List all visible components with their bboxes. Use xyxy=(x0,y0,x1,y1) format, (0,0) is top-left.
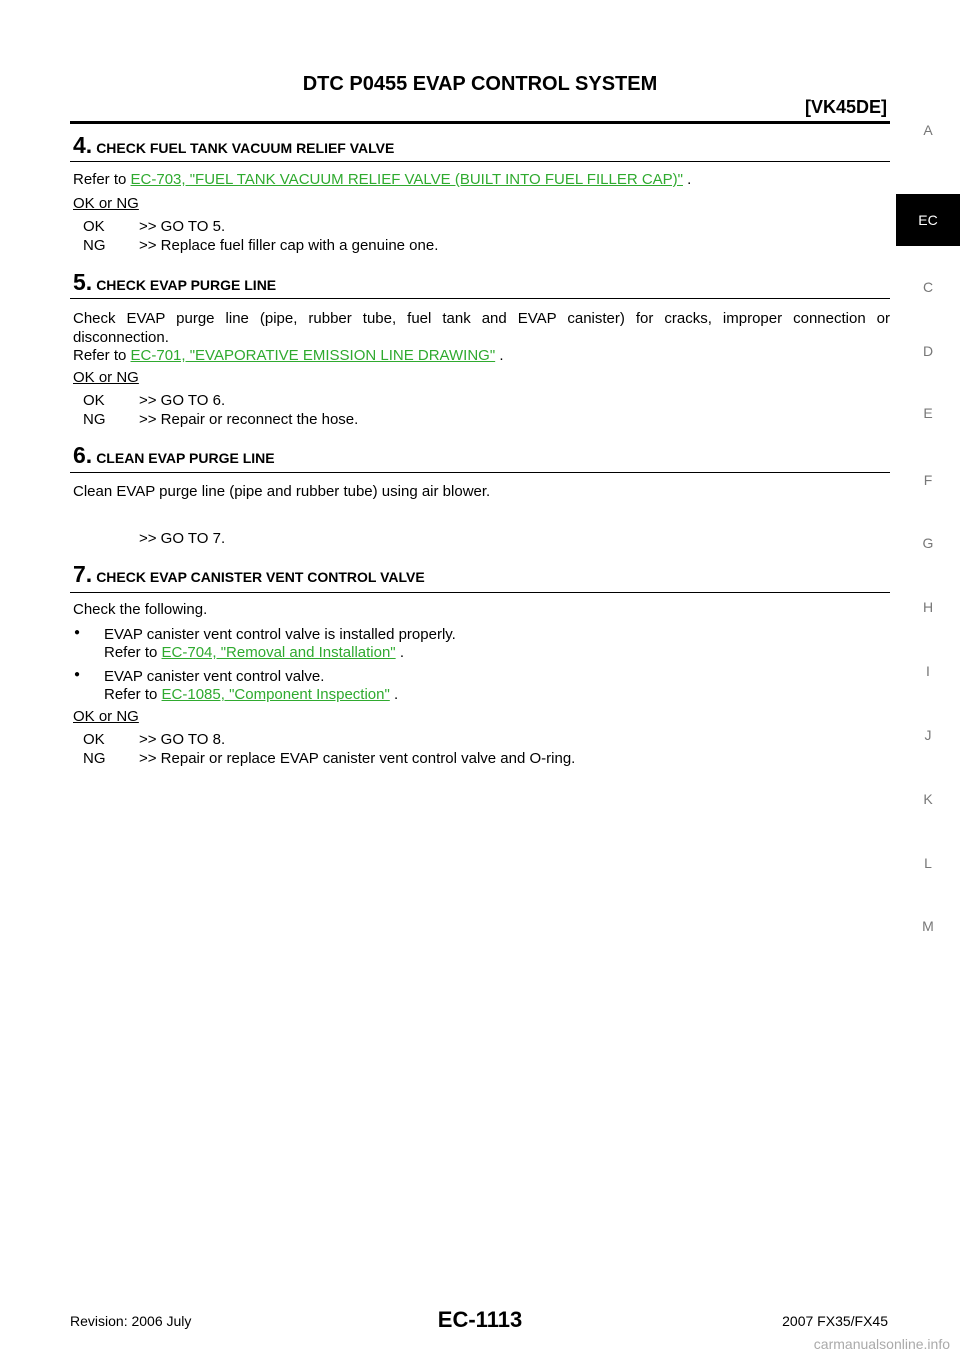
tab-k[interactable]: K xyxy=(923,791,933,807)
tab-m[interactable]: M xyxy=(922,918,934,934)
step-divider xyxy=(70,472,890,473)
ng-result: NG >> Repair or reconnect the hose. xyxy=(83,411,358,428)
step-6-heading: 6.CLEAN EVAP PURGE LINE xyxy=(73,442,275,469)
refer-suffix: . xyxy=(399,644,404,661)
ok-result: OK >> GO TO 6. xyxy=(83,392,225,409)
watermark: carmanualsonline.info xyxy=(813,1336,950,1352)
ok-ng-heading: OK or NG xyxy=(73,369,139,386)
ng-result: NG >> Replace fuel filler cap with a genu… xyxy=(83,237,438,254)
tab-ec[interactable]: EC xyxy=(896,194,960,246)
bullet-1-text: EVAP canister vent control valve is inst… xyxy=(104,626,456,643)
ref-link-ec1085[interactable]: EC-1085, "Component Inspection" xyxy=(161,686,390,703)
engine-code: [VK45DE] xyxy=(804,97,887,117)
ok-result: OK >> GO TO 8. xyxy=(83,731,225,748)
bullet-icon: ● xyxy=(74,669,81,680)
ng-action: >> Repair or replace EVAP canister vent … xyxy=(139,750,576,767)
step-7-intro: Check the following. xyxy=(73,601,208,618)
step-title: CLEAN EVAP PURGE LINE xyxy=(96,450,275,466)
step-5-refer: Refer to EC-701, "EVAPORATIVE EMISSION L… xyxy=(73,346,504,365)
footer-model: 2007 FX35/FX45 xyxy=(782,1313,888,1329)
step-5-body-line1: Check EVAP purge line (pipe, rubber tube… xyxy=(73,310,890,327)
step-divider xyxy=(70,161,890,162)
footer-revision: Revision: 2006 July xyxy=(70,1313,192,1329)
step-7-heading: 7.CHECK EVAP CANISTER VENT CONTROL VALVE xyxy=(73,561,425,588)
page-number: EC-1113 xyxy=(437,1307,523,1332)
ng-result: NG >> Repair or replace EVAP canister ven… xyxy=(83,750,575,767)
step-title: CHECK EVAP PURGE LINE xyxy=(96,277,277,293)
tab-e[interactable]: E xyxy=(923,405,933,421)
tab-f[interactable]: F xyxy=(923,472,933,488)
refer-label: Refer to xyxy=(73,171,127,188)
step-4-refer: Refer to EC-703, "FUEL TANK VACUUM RELIE… xyxy=(73,170,691,189)
step-number: 5. xyxy=(73,269,93,295)
step-number: 6. xyxy=(73,442,93,468)
tab-l[interactable]: L xyxy=(924,855,932,871)
step-divider xyxy=(70,592,890,593)
ok-ng-heading: OK or NG xyxy=(73,195,139,212)
step-6-body: Clean EVAP purge line (pipe and rubber t… xyxy=(73,483,491,500)
ref-link-ec704[interactable]: EC-704, "Removal and Installation" xyxy=(161,644,396,661)
ng-code: NG xyxy=(83,411,106,428)
ok-action: >> GO TO 5. xyxy=(139,218,226,235)
step-title: CHECK FUEL TANK VACUUM RELIEF VALVE xyxy=(96,140,395,156)
ok-code: OK xyxy=(83,392,105,409)
step-5-heading: 5.CHECK EVAP PURGE LINE xyxy=(73,269,276,296)
refer-label: Refer to xyxy=(104,686,158,703)
tab-g[interactable]: G xyxy=(922,535,934,551)
section-index: A EC C D E F G H I J K L M xyxy=(890,0,960,1358)
page-title: DTC P0455 EVAP CONTROL SYSTEM xyxy=(302,73,658,95)
refer-label: Refer to xyxy=(104,644,158,661)
step-divider xyxy=(70,298,890,299)
ng-action: >> Replace fuel filler cap with a genuin… xyxy=(139,237,439,254)
tab-i[interactable]: I xyxy=(926,663,930,679)
tab-c[interactable]: C xyxy=(922,279,934,295)
ng-code: NG xyxy=(83,237,106,254)
goto-result: >> GO TO 7. xyxy=(139,530,226,547)
refer-suffix: . xyxy=(499,347,504,364)
ok-action: >> GO TO 6. xyxy=(139,392,226,409)
bullet-2-refer: Refer to EC-1085, "Component Inspection"… xyxy=(104,685,398,704)
ok-ng-heading: OK or NG xyxy=(73,708,139,725)
ok-code: OK xyxy=(83,218,105,235)
ok-code: OK xyxy=(83,731,105,748)
step-4-heading: 4.CHECK FUEL TANK VACUUM RELIEF VALVE xyxy=(73,132,394,159)
header-divider xyxy=(70,121,890,124)
refer-suffix: . xyxy=(687,171,692,188)
step-number: 7. xyxy=(73,561,93,587)
step-number: 4. xyxy=(73,132,93,158)
ng-action: >> Repair or reconnect the hose. xyxy=(139,411,359,428)
refer-suffix: . xyxy=(393,686,399,703)
ng-code: NG xyxy=(83,750,106,767)
ref-link-ec701[interactable]: EC-701, "EVAPORATIVE EMISSION LINE DRAWI… xyxy=(130,347,496,364)
step-5-body-line2: disconnection. xyxy=(73,329,169,346)
ok-action: >> GO TO 8. xyxy=(139,731,226,748)
refer-label: Refer to xyxy=(73,347,127,364)
bullet-2-text: EVAP canister vent control valve. xyxy=(104,668,325,685)
tab-a[interactable]: A xyxy=(923,122,933,138)
ref-link-ec703[interactable]: EC-703, "FUEL TANK VACUUM RELIEF VALVE (… xyxy=(130,171,683,188)
step-title: CHECK EVAP CANISTER VENT CONTROL VALVE xyxy=(96,569,425,585)
bullet-1-refer: Refer to EC-704, "Removal and Installati… xyxy=(104,643,404,662)
bullet-icon: ● xyxy=(74,627,81,638)
tab-h[interactable]: H xyxy=(922,599,934,615)
ok-result: OK >> GO TO 5. xyxy=(83,218,225,235)
tab-j[interactable]: J xyxy=(924,727,932,743)
tab-d[interactable]: D xyxy=(922,343,934,359)
